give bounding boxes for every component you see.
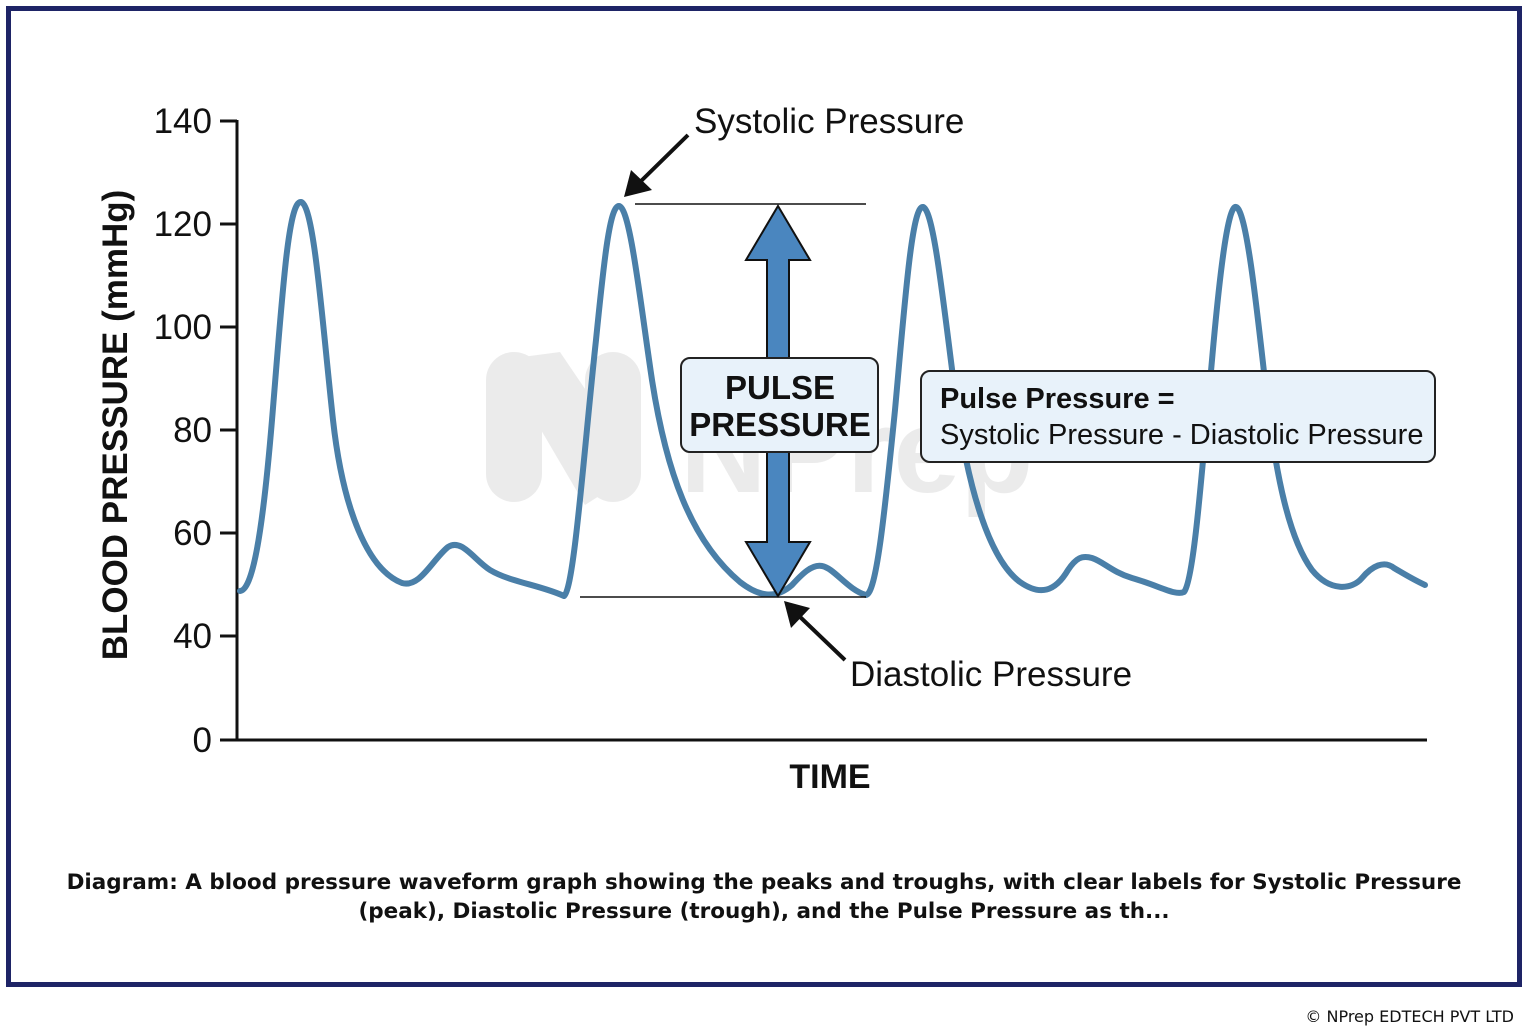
pressure-waveform bbox=[237, 199, 1428, 599]
diastolic-label: Diastolic Pressure bbox=[850, 655, 1132, 694]
diastolic-pointer-arrow bbox=[784, 601, 847, 662]
systolic-pointer-arrow bbox=[624, 133, 690, 197]
pulse-pressure-box: PULSE PRESSURE bbox=[680, 357, 879, 453]
formula-body: Systolic Pressure - Diastolic Pressure bbox=[940, 419, 1423, 451]
y-tick-label: 80 bbox=[173, 411, 212, 450]
systolic-label: Systolic Pressure bbox=[694, 102, 964, 141]
y-tick-label: 40 bbox=[173, 617, 212, 656]
y-tick-label: 60 bbox=[173, 514, 212, 553]
copyright-notice: © NPrep EDTECH PVT LTD bbox=[1305, 1007, 1514, 1026]
pulse-pressure-label-line1: PULSE bbox=[725, 369, 835, 406]
formula-box: Pulse Pressure = Systolic Pressure - Dia… bbox=[920, 370, 1436, 463]
y-tick-label: 120 bbox=[154, 205, 212, 244]
figure-caption: Diagram: A blood pressure waveform graph… bbox=[66, 870, 1462, 924]
y-tick-label: 0 bbox=[193, 721, 212, 760]
pulse-pressure-label-line2: PRESSURE bbox=[689, 406, 871, 443]
x-axis-title: TIME bbox=[789, 758, 870, 796]
formula-title: Pulse Pressure = bbox=[940, 383, 1175, 415]
y-tick-label: 100 bbox=[154, 308, 212, 347]
diagram-frame bbox=[6, 6, 1522, 987]
y-axis-title: BLOOD PRESSURE (mmHg) bbox=[96, 190, 135, 661]
y-axis-ticks: 0 40 60 80 100 120 140 bbox=[154, 102, 237, 760]
y-tick-label: 140 bbox=[154, 102, 212, 141]
